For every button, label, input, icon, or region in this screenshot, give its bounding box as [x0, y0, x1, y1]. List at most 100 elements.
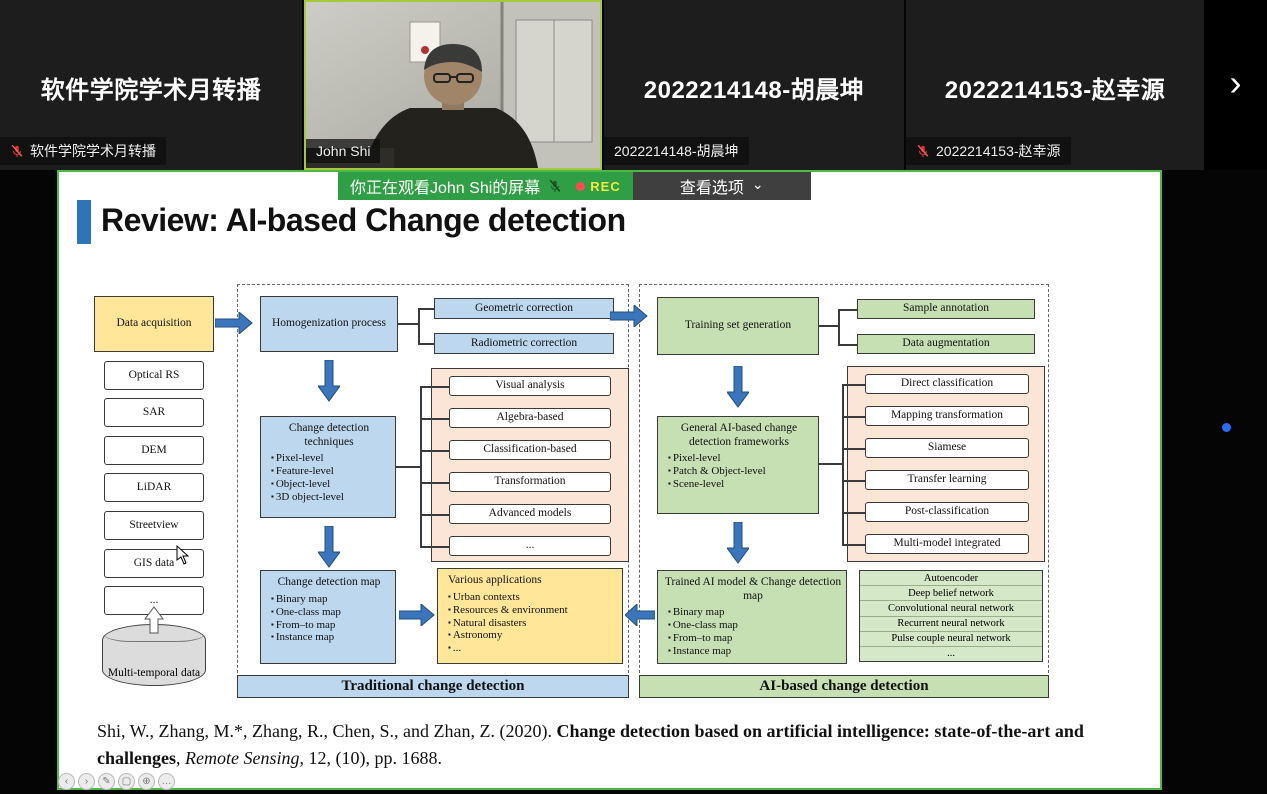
participant-label: 2022214148-胡晨坤	[604, 137, 749, 165]
right-arrow	[215, 312, 253, 334]
connector-line	[838, 309, 857, 311]
citation: Shi, W., Zhang, M.*, Zhang, R., Chen, S.…	[97, 721, 1084, 768]
source-box: GIS data	[104, 549, 204, 578]
traditional-footer-bar: Traditional change detection	[237, 675, 629, 698]
connector-line	[418, 308, 420, 344]
connector-line	[842, 544, 865, 546]
watching-text: 你正在观看John Shi的屏幕	[350, 180, 541, 197]
citation-title: Change detection based on artificial int…	[97, 721, 1084, 768]
participant-label: 软件学院学术月转播	[0, 137, 166, 165]
method-box: ...	[449, 536, 611, 556]
connector-line	[420, 418, 449, 420]
method-box: Post-classification	[865, 502, 1029, 522]
watching-indicator: 你正在观看John Shi的屏幕 REC	[338, 172, 633, 200]
participant-label-text: 软件学院学术月转播	[30, 143, 156, 159]
right-arrow	[610, 305, 648, 327]
left-arrow	[625, 604, 655, 626]
shape-icon[interactable]: ▢	[118, 773, 135, 790]
connector-line	[842, 448, 865, 450]
next-icon[interactable]: ›	[78, 773, 95, 790]
video-tile-broadcast[interactable]: 软件学院学术月转播 软件学院学术月转播	[0, 0, 302, 170]
video-tile-john-shi[interactable]: John Shi	[304, 0, 602, 170]
techniques-box: Change detection techniques Pixel-level …	[260, 416, 396, 518]
citation-journal: Remote Sensing	[185, 748, 300, 768]
connector-line	[420, 450, 449, 452]
method-box: Transformation	[449, 472, 611, 492]
video-tile-student-2[interactable]: 2022214153-赵幸源 2022214153-赵幸源	[906, 0, 1204, 170]
source-box: ...	[104, 586, 204, 615]
mic-off-icon	[917, 144, 929, 158]
rec-dot	[576, 181, 586, 191]
view-options-dropdown[interactable]: 查看选项 ⌄	[632, 172, 811, 200]
zoom-icon[interactable]: ⊕	[138, 773, 155, 790]
rec-indicator: REC	[576, 179, 620, 194]
prev-icon[interactable]: ‹	[58, 773, 75, 790]
down-arrow	[318, 526, 340, 568]
set-op-box: Sample annotation	[857, 299, 1035, 319]
connector-line	[842, 512, 865, 514]
presenter-mic-off-icon	[549, 179, 561, 193]
connector-line	[420, 482, 449, 484]
method-box: Classification-based	[449, 440, 611, 460]
connector-line	[398, 323, 418, 325]
participant-name: 软件学院学术月转播	[40, 77, 262, 104]
chevron-right-icon: ›	[1229, 62, 1242, 103]
method-box: Algebra-based	[449, 408, 611, 428]
shared-screen: Review: AI-based Change detection Data a…	[57, 170, 1162, 790]
applications-box: Various applications Urban contexts Reso…	[437, 568, 623, 664]
citation-authors: Shi, W., Zhang, M.*, Zhang, R., Chen, S.…	[97, 721, 557, 741]
method-box: Advanced models	[449, 504, 611, 524]
connector-line	[418, 343, 434, 345]
chevron-down-icon: ⌄	[751, 175, 764, 192]
connector-line	[838, 344, 857, 346]
down-arrow	[318, 360, 340, 402]
title-accent-bar	[77, 200, 91, 244]
source-box: LiDAR	[104, 473, 204, 502]
connector-line	[842, 416, 865, 418]
connector-line	[418, 308, 434, 310]
screen-share-banner: 你正在观看John Shi的屏幕 REC 查看选项 ⌄	[338, 172, 811, 200]
multi-temporal-data-cylinder: Multi-temporal data	[102, 624, 206, 686]
source-box: Streetview	[104, 511, 204, 540]
connector-line	[819, 463, 842, 465]
source-box: Optical RS	[104, 361, 204, 390]
up-arrow	[144, 606, 164, 634]
view-options-label: 查看选项	[679, 180, 744, 197]
slide-title: Review: AI-based Change detection	[101, 202, 626, 238]
trained-model-box: Trained AI model & Change detection map …	[657, 570, 847, 664]
next-page-button[interactable]: ›	[1204, 0, 1267, 170]
connector-line	[838, 309, 840, 345]
data-acquisition-box: Data acquisition	[94, 296, 214, 352]
down-arrow	[727, 522, 749, 564]
citation-tail: , 12, (10), pp. 1688.	[299, 748, 442, 768]
source-box: SAR	[104, 398, 204, 427]
source-box: DEM	[104, 436, 204, 465]
method-box: Multi-model integrated	[865, 534, 1029, 554]
method-box: Mapping transformation	[865, 406, 1029, 426]
method-box: Direct classification	[865, 374, 1029, 394]
connector-line	[420, 546, 449, 548]
homogenization-box: Homogenization process	[260, 296, 398, 352]
right-arrow	[399, 604, 435, 626]
mouse-cursor	[176, 545, 190, 565]
set-op-box: Data augmentation	[857, 334, 1035, 354]
method-box: Transfer learning	[865, 470, 1029, 490]
annotation-toolbar: ‹ › ✎ ▢ ⊕ …	[58, 773, 175, 790]
participant-label-text: 2022214153-赵幸源	[936, 143, 1061, 159]
connector-line	[819, 325, 838, 327]
connector-line	[842, 384, 844, 545]
method-box: Visual analysis	[449, 376, 611, 396]
pen-icon[interactable]: ✎	[98, 773, 115, 790]
change-map-box: Change detection map Binary map One-clas…	[260, 570, 396, 664]
more-icon[interactable]: …	[158, 773, 175, 790]
correction-box: Radiometric correction	[434, 333, 614, 354]
method-box: Siamese	[865, 438, 1029, 458]
connector-line	[842, 384, 865, 386]
participant-name: 2022214148-胡晨坤	[643, 77, 865, 104]
participant-label: 2022214153-赵幸源	[906, 137, 1071, 165]
video-tile-student-1[interactable]: 2022214148-胡晨坤 2022214148-胡晨坤	[604, 0, 904, 170]
connector-line	[420, 386, 422, 547]
participant-label: John Shi	[306, 139, 381, 163]
annotation-dot	[1222, 423, 1231, 432]
